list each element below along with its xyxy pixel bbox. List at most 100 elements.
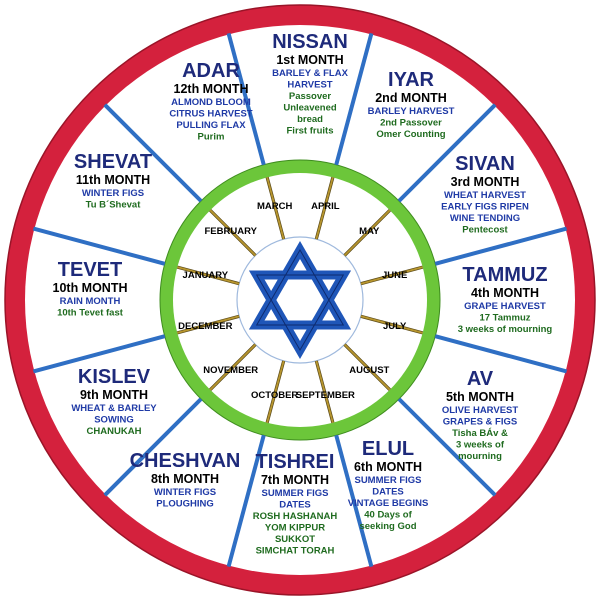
hebrew-month-feast: 3 weeks of — [456, 440, 505, 451]
hebrew-month-feast: Omer Counting — [376, 129, 445, 140]
outer-spoke — [32, 334, 166, 374]
hebrew-month-feast: 10th Tevet fast — [57, 308, 124, 319]
hebrew-month-season: DATES — [279, 500, 311, 511]
hebrew-month-name: KISLEV — [78, 366, 151, 388]
hebrew-month-season: SUMMER FIGS — [354, 475, 421, 486]
star-of-david-icon — [248, 240, 352, 360]
hebrew-month-name: SIVAN — [455, 153, 515, 175]
hebrew-month-feast: SUKKOT — [275, 534, 315, 545]
hebrew-month-name: TEVET — [58, 259, 122, 281]
outer-spoke — [397, 397, 497, 497]
outer-spoke — [103, 397, 203, 497]
gregorian-month-october: OCTOBER — [251, 390, 298, 401]
hebrew-month-number: 12th MONTH — [174, 82, 249, 96]
hebrew-month-feast: Passover — [289, 91, 332, 102]
hebrew-month-feast: Pentecost — [462, 225, 508, 236]
gregorian-month-february: FEBRUARY — [204, 226, 257, 237]
hebrew-month-name: TAMMUZ — [462, 264, 547, 286]
outer-spoke — [334, 434, 374, 568]
outer-spoke — [434, 226, 568, 266]
hebrew-month-feast: First fruits — [287, 126, 334, 137]
hebrew-month-name: CHESHVAN — [130, 450, 241, 472]
gregorian-month-july: JULY — [383, 321, 407, 332]
outer-spoke — [397, 103, 497, 203]
hebrew-month-number: 8th MONTH — [151, 472, 219, 486]
hebrew-month-number: 5th MONTH — [446, 390, 514, 404]
outer-spoke — [226, 434, 266, 568]
hebrew-month-feast: ROSH HASHANAH — [253, 511, 338, 522]
hebrew-month-season: SOWING — [94, 415, 134, 426]
hebrew-month-season: PULLING FLAX — [176, 120, 246, 131]
spokes-layer — [32, 32, 568, 568]
hebrew-month-season: RAIN MONTH — [60, 296, 121, 307]
gregorian-month-december: DECEMBER — [178, 321, 233, 332]
hebrew-month-number: 6th MONTH — [354, 460, 422, 474]
hebrew-month-season: WHEAT HARVEST — [444, 190, 526, 201]
hebrew-month-season: GRAPES & FIGS — [443, 417, 517, 428]
gregorian-month-january: JANUARY — [183, 270, 229, 281]
gregorian-month-september: SEPTEMBER — [296, 390, 355, 401]
hebrew-month-season: BARLEY HARVEST — [368, 106, 455, 117]
hebrew-month-season: EARLY FIGS RIPEN — [441, 202, 529, 213]
hebrew-month-number: 7th MONTH — [261, 473, 329, 487]
hebrew-month-name: AV — [467, 368, 494, 390]
gregorian-month-november: NOVEMBER — [203, 365, 258, 376]
gregorian-month-may: MAY — [359, 226, 380, 237]
hebrew-month-feast: Tu B´Shevat — [86, 200, 142, 211]
hebrew-month-feast: 3 weeks of mourning — [458, 324, 553, 335]
gregorian-month-august: AUGUST — [349, 365, 389, 376]
hebrew-month-feast: 40 Days of — [364, 510, 412, 521]
hebrew-month-season: PLOUGHING — [156, 499, 214, 510]
hebrew-month-feast: YOM KIPPUR — [265, 523, 325, 534]
hebrew-month-season: WINTER FIGS — [154, 487, 216, 498]
hebrew-month-season: WINE TENDING — [450, 213, 520, 224]
hebrew-month-season: ALMOND BLOOM — [171, 97, 251, 108]
hebrew-month-feast: 2nd Passover — [380, 118, 442, 129]
gregorian-month-march: MARCH — [257, 201, 292, 212]
hebrew-month-feast: Purim — [198, 132, 225, 143]
hebrew-month-name: IYAR — [388, 69, 435, 91]
hebrew-month-feast: Tisha BÁv & — [452, 428, 508, 439]
hebrew-month-season: WHEAT & BARLEY — [71, 403, 157, 414]
hebrew-month-name: SHEVAT — [74, 151, 152, 173]
center-disc — [236, 236, 364, 364]
outer-spoke — [32, 226, 166, 266]
hebrew-month-season: HARVEST — [287, 80, 332, 91]
hebrew-month-feast: bread — [297, 114, 323, 125]
hebrew-month-number: 10th MONTH — [53, 281, 128, 295]
hebrew-month-feast: CHANUKAH — [87, 426, 142, 437]
hebrew-month-season: DATES — [372, 487, 404, 498]
hebrew-month-season: BARLEY & FLAX — [272, 68, 348, 79]
hebrew-month-number: 1st MONTH — [276, 53, 343, 67]
hebrew-month-name: ELUL — [362, 438, 414, 460]
hebrew-month-feast: Unleavened — [283, 103, 337, 114]
hebrew-month-feast: mourning — [458, 451, 502, 462]
outer-spoke — [226, 32, 266, 166]
hebrew-month-number: 2nd MONTH — [375, 91, 447, 105]
hebrew-month-feast: 17 Tammuz — [479, 313, 530, 324]
hebrew-month-season: OLIVE HARVEST — [442, 405, 519, 416]
hebrew-month-season: SUMMER FIGS — [261, 488, 328, 499]
gregorian-month-june: JUNE — [382, 270, 407, 281]
hebrew-month-season: WINTER FIGS — [82, 188, 144, 199]
hebrew-month-number: 11th MONTH — [76, 173, 150, 187]
hebrew-month-feast: SIMCHAT TORAH — [256, 546, 335, 557]
hebrew-month-season: VINTAGE BEGINS — [348, 498, 429, 509]
hebrew-month-number: 9th MONTH — [80, 388, 148, 402]
hebrew-month-season: CITRUS HARVEST — [169, 109, 252, 120]
hebrew-month-season: GRAPE HARVEST — [464, 301, 546, 312]
hebrew-month-number: 4th MONTH — [471, 286, 539, 300]
